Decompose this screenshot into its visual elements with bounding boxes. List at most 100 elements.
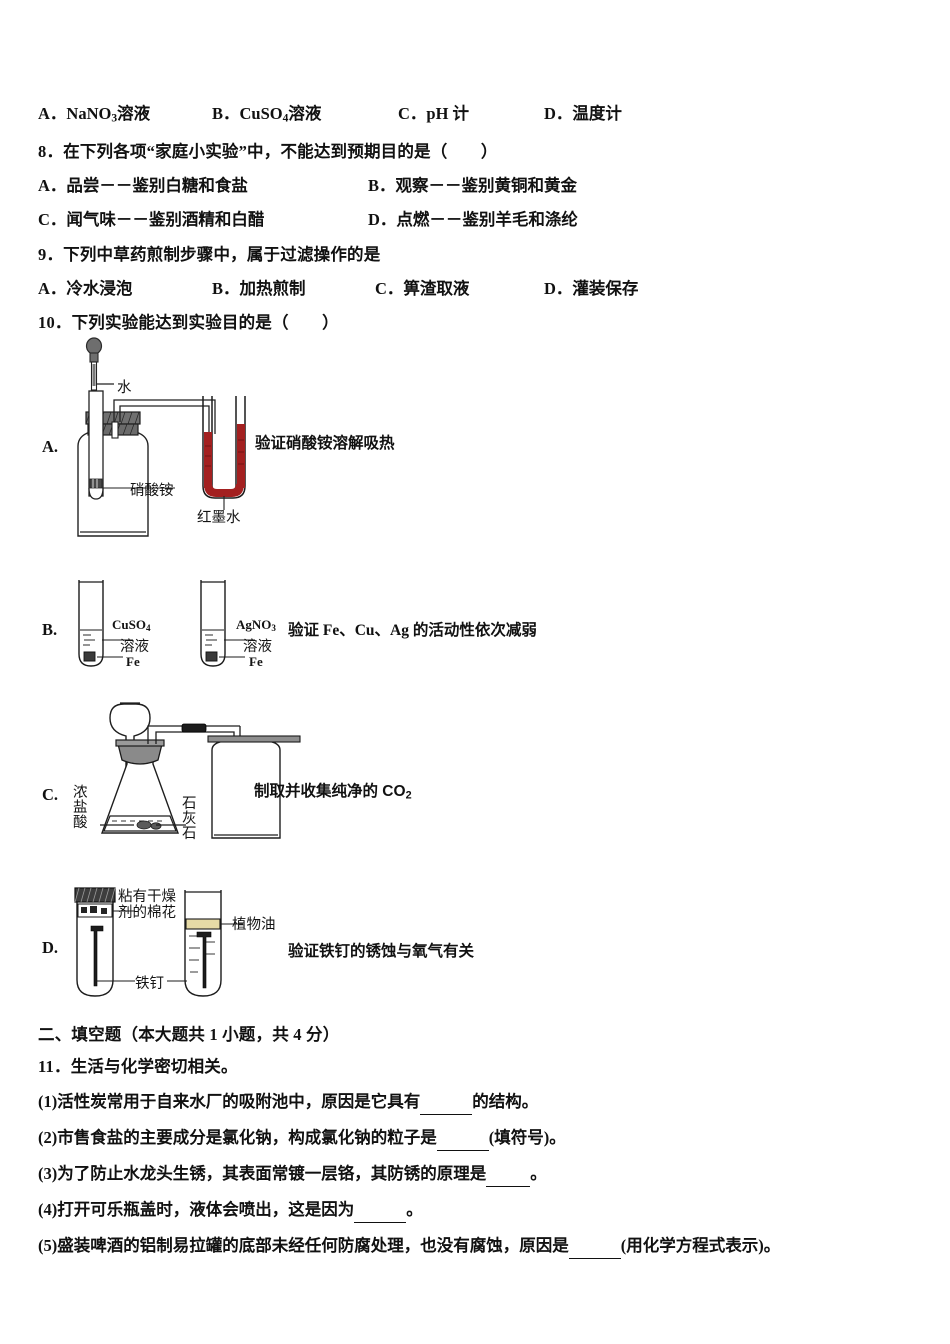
ammonium-nitrate-solid [89, 478, 103, 489]
q9-option-a-letter: A． [38, 279, 67, 298]
q9-option-a: A．冷水浸泡 [38, 275, 132, 299]
q11-blank-5-prefix: (5)盛装啤酒的铝制易拉罐的底部未经任何防腐处理，也没有腐蚀，原因是 [38, 1236, 569, 1255]
test-tube-water-oil [167, 890, 243, 997]
test-tube-dry [74, 887, 135, 997]
q9-option-c-letter: C． [375, 279, 404, 298]
q11-blank-1-suffix: 的结构。 [472, 1092, 539, 1111]
q10-option-d-letter: D. [42, 938, 59, 957]
label-concentrated-hcl: 浓盐酸 [73, 785, 88, 831]
q8-option-d: D．点燃－－鉴别羊毛和涤纶 [368, 206, 578, 230]
label-vegetable-oil: 植物油 [232, 917, 276, 933]
q8-option-a-text: 品尝－－鉴别白糖和食盐 [66, 176, 248, 195]
q7-option-c-text: pH 计 [426, 104, 470, 123]
q7-option-c-letter: C． [398, 104, 427, 123]
flask-stopper [117, 743, 163, 765]
label-limestone: 石灰石 [182, 796, 197, 842]
apparatus-two-test-tubes-metal [75, 578, 305, 673]
q8-stem: 8．在下列各项“家庭小实验”中，不能达到预期目的是（ ） [38, 142, 498, 161]
q11-blank-2-prefix: (2)市售食盐的主要成分是氯化钠，构成氯化钠的粒子是 [38, 1128, 437, 1147]
q7-option-a-text: NaNO3溶液 [66, 104, 151, 125]
q11-blank-3-suffix: 。 [530, 1164, 547, 1183]
label-red-ink: 红墨水 [197, 510, 241, 526]
iron-nail-dry [90, 925, 104, 987]
iron-piece [83, 651, 96, 662]
section-two-heading: 二、填空题（本大题共 1 小题，共 4 分） [38, 1025, 340, 1044]
q9-stem: 9．下列中草药煎制步骤中，属于过滤操作的是 [38, 245, 381, 264]
q11-blank-1-input[interactable] [420, 1094, 473, 1115]
label-iron-nail: 铁钉 [135, 976, 164, 992]
label-agno3-solution: 溶液 [243, 639, 272, 655]
label-tube2-metal: Fe [249, 654, 263, 669]
apparatus-dropper-bottle-utube [60, 336, 320, 551]
q11-blank-3: (3)为了防止水龙头生锈，其表面常镀一层铬，其防锈的原理是 。 [38, 1160, 547, 1187]
q8-option-c-letter: C． [38, 210, 67, 229]
u-tube [202, 396, 246, 510]
glass-plate [207, 735, 301, 743]
q9-option-d-text: 灌装保存 [572, 279, 639, 298]
q7-option-a-letter: A． [38, 104, 67, 123]
q10-option-c-letter: C. [42, 785, 59, 804]
q11-blank-5-input[interactable] [568, 1238, 621, 1259]
label-tube1-metal: Fe [126, 654, 140, 669]
q11-blank-3-input[interactable] [486, 1166, 531, 1187]
test-tube-agno3 [200, 580, 255, 667]
q8-option-a-letter: A． [38, 176, 67, 195]
q11-blank-1: (1)活性炭常用于自来水厂的吸附池中，原因是它具有 的结构。 [38, 1088, 538, 1115]
q9-option-b-letter: B． [212, 279, 240, 298]
iron-nail-water [196, 931, 212, 989]
apparatus-co2-generator [100, 698, 370, 863]
q9-option-c: C．箅渣取液 [375, 275, 469, 299]
q9-option-a-text: 冷水浸泡 [66, 279, 133, 298]
q10-option-b-caption: 验证 Fe、Cu、Ag 的活动性依次减弱 [288, 622, 537, 639]
q10-option-b-letter: B. [42, 620, 58, 639]
q7-option-d-letter: D． [544, 104, 573, 123]
q7-option-b-text: CuSO4溶液 [239, 104, 322, 125]
q11-blank-1-prefix: (1)活性炭常用于自来水厂的吸附池中，原因是它具有 [38, 1092, 421, 1111]
q11-blank-5: (5)盛装啤酒的铝制易拉罐的底部未经任何防腐处理，也没有腐蚀，原因是 (用化学方… [38, 1232, 780, 1259]
q9-option-b-text: 加热煎制 [239, 279, 306, 298]
dropper-bulb-icon [85, 337, 103, 355]
q8-option-a: A．品尝－－鉴别白糖和食盐 [38, 172, 248, 196]
q9-option-d: D．灌装保存 [544, 275, 638, 299]
q10-option-a-caption: 验证硝酸铵溶解吸热 [255, 435, 395, 452]
q11-blank-3-prefix: (3)为了防止水龙头生锈，其表面常镀一层铬，其防锈的原理是 [38, 1164, 487, 1183]
q7-option-c: C．pH 计 [398, 100, 469, 124]
q10-option-c-caption: 制取并收集纯净的 CO2 [254, 783, 412, 802]
label-cuso4-solution: 溶液 [120, 639, 149, 655]
label-agno3-formula: AgNO3 [236, 617, 276, 633]
q11-blank-4-suffix: 。 [406, 1200, 423, 1219]
q7-option-d: D．温度计 [544, 100, 622, 124]
vegetable-oil-layer [185, 918, 221, 930]
q9-option-c-text: 箅渣取液 [403, 279, 470, 298]
q8-option-b-letter: B． [368, 176, 396, 195]
q10-option-d-caption: 验证铁钉的锈蚀与氧气有关 [288, 943, 475, 960]
q8-option-d-text: 点燃－－鉴别羊毛和涤纶 [396, 210, 578, 229]
apparatus-rusting-nail-tubes [73, 886, 258, 1004]
label-water: 水 [117, 380, 132, 396]
q7-option-b: B．CuSO4溶液 [212, 100, 321, 125]
q8-option-d-letter: D． [368, 210, 397, 229]
q11-blank-4-prefix: (4)打开可乐瓶盖时，液体会喷出，这是因为 [38, 1200, 355, 1219]
label-desiccant-cotton: 粘有干燥剂的棉花 [118, 889, 176, 922]
q9-option-b: B．加热煎制 [212, 275, 306, 299]
q7-option-d-text: 温度计 [572, 104, 622, 123]
q7-option-b-letter: B． [212, 104, 240, 123]
q8-option-c-text: 闻气味－－鉴别酒精和白醋 [66, 210, 265, 229]
q11-blank-5-suffix: (用化学方程式表示)。 [620, 1236, 781, 1255]
q8-option-c: C．闻气味－－鉴别酒精和白醋 [38, 206, 264, 230]
q11-blank-4-input[interactable] [354, 1202, 407, 1223]
q11-stem: 11．生活与化学密切相关。 [38, 1057, 238, 1076]
q10-option-a-letter: A. [42, 437, 59, 456]
q11-blank-2-suffix: (填符号)。 [488, 1128, 566, 1147]
q8-option-b-text: 观察－－鉴别黄铜和黄金 [395, 176, 578, 195]
label-ammonium-nitrate: 硝酸铵 [130, 483, 174, 499]
q7-option-a: A．NaNO3溶液 [38, 100, 150, 125]
q8-option-b: B．观察－－鉴别黄铜和黄金 [368, 172, 577, 196]
q9-option-d-letter: D． [544, 279, 573, 298]
label-cuso4-formula: CuSO4 [112, 617, 151, 633]
q11-blank-2: (2)市售食盐的主要成分是氯化钠，构成氯化钠的粒子是 (填符号)。 [38, 1124, 566, 1151]
q11-blank-2-input[interactable] [436, 1130, 489, 1151]
test-tube-cuso4 [78, 580, 133, 667]
q10-stem: 10．下列实验能达到实验目的是（ ） [38, 313, 339, 332]
